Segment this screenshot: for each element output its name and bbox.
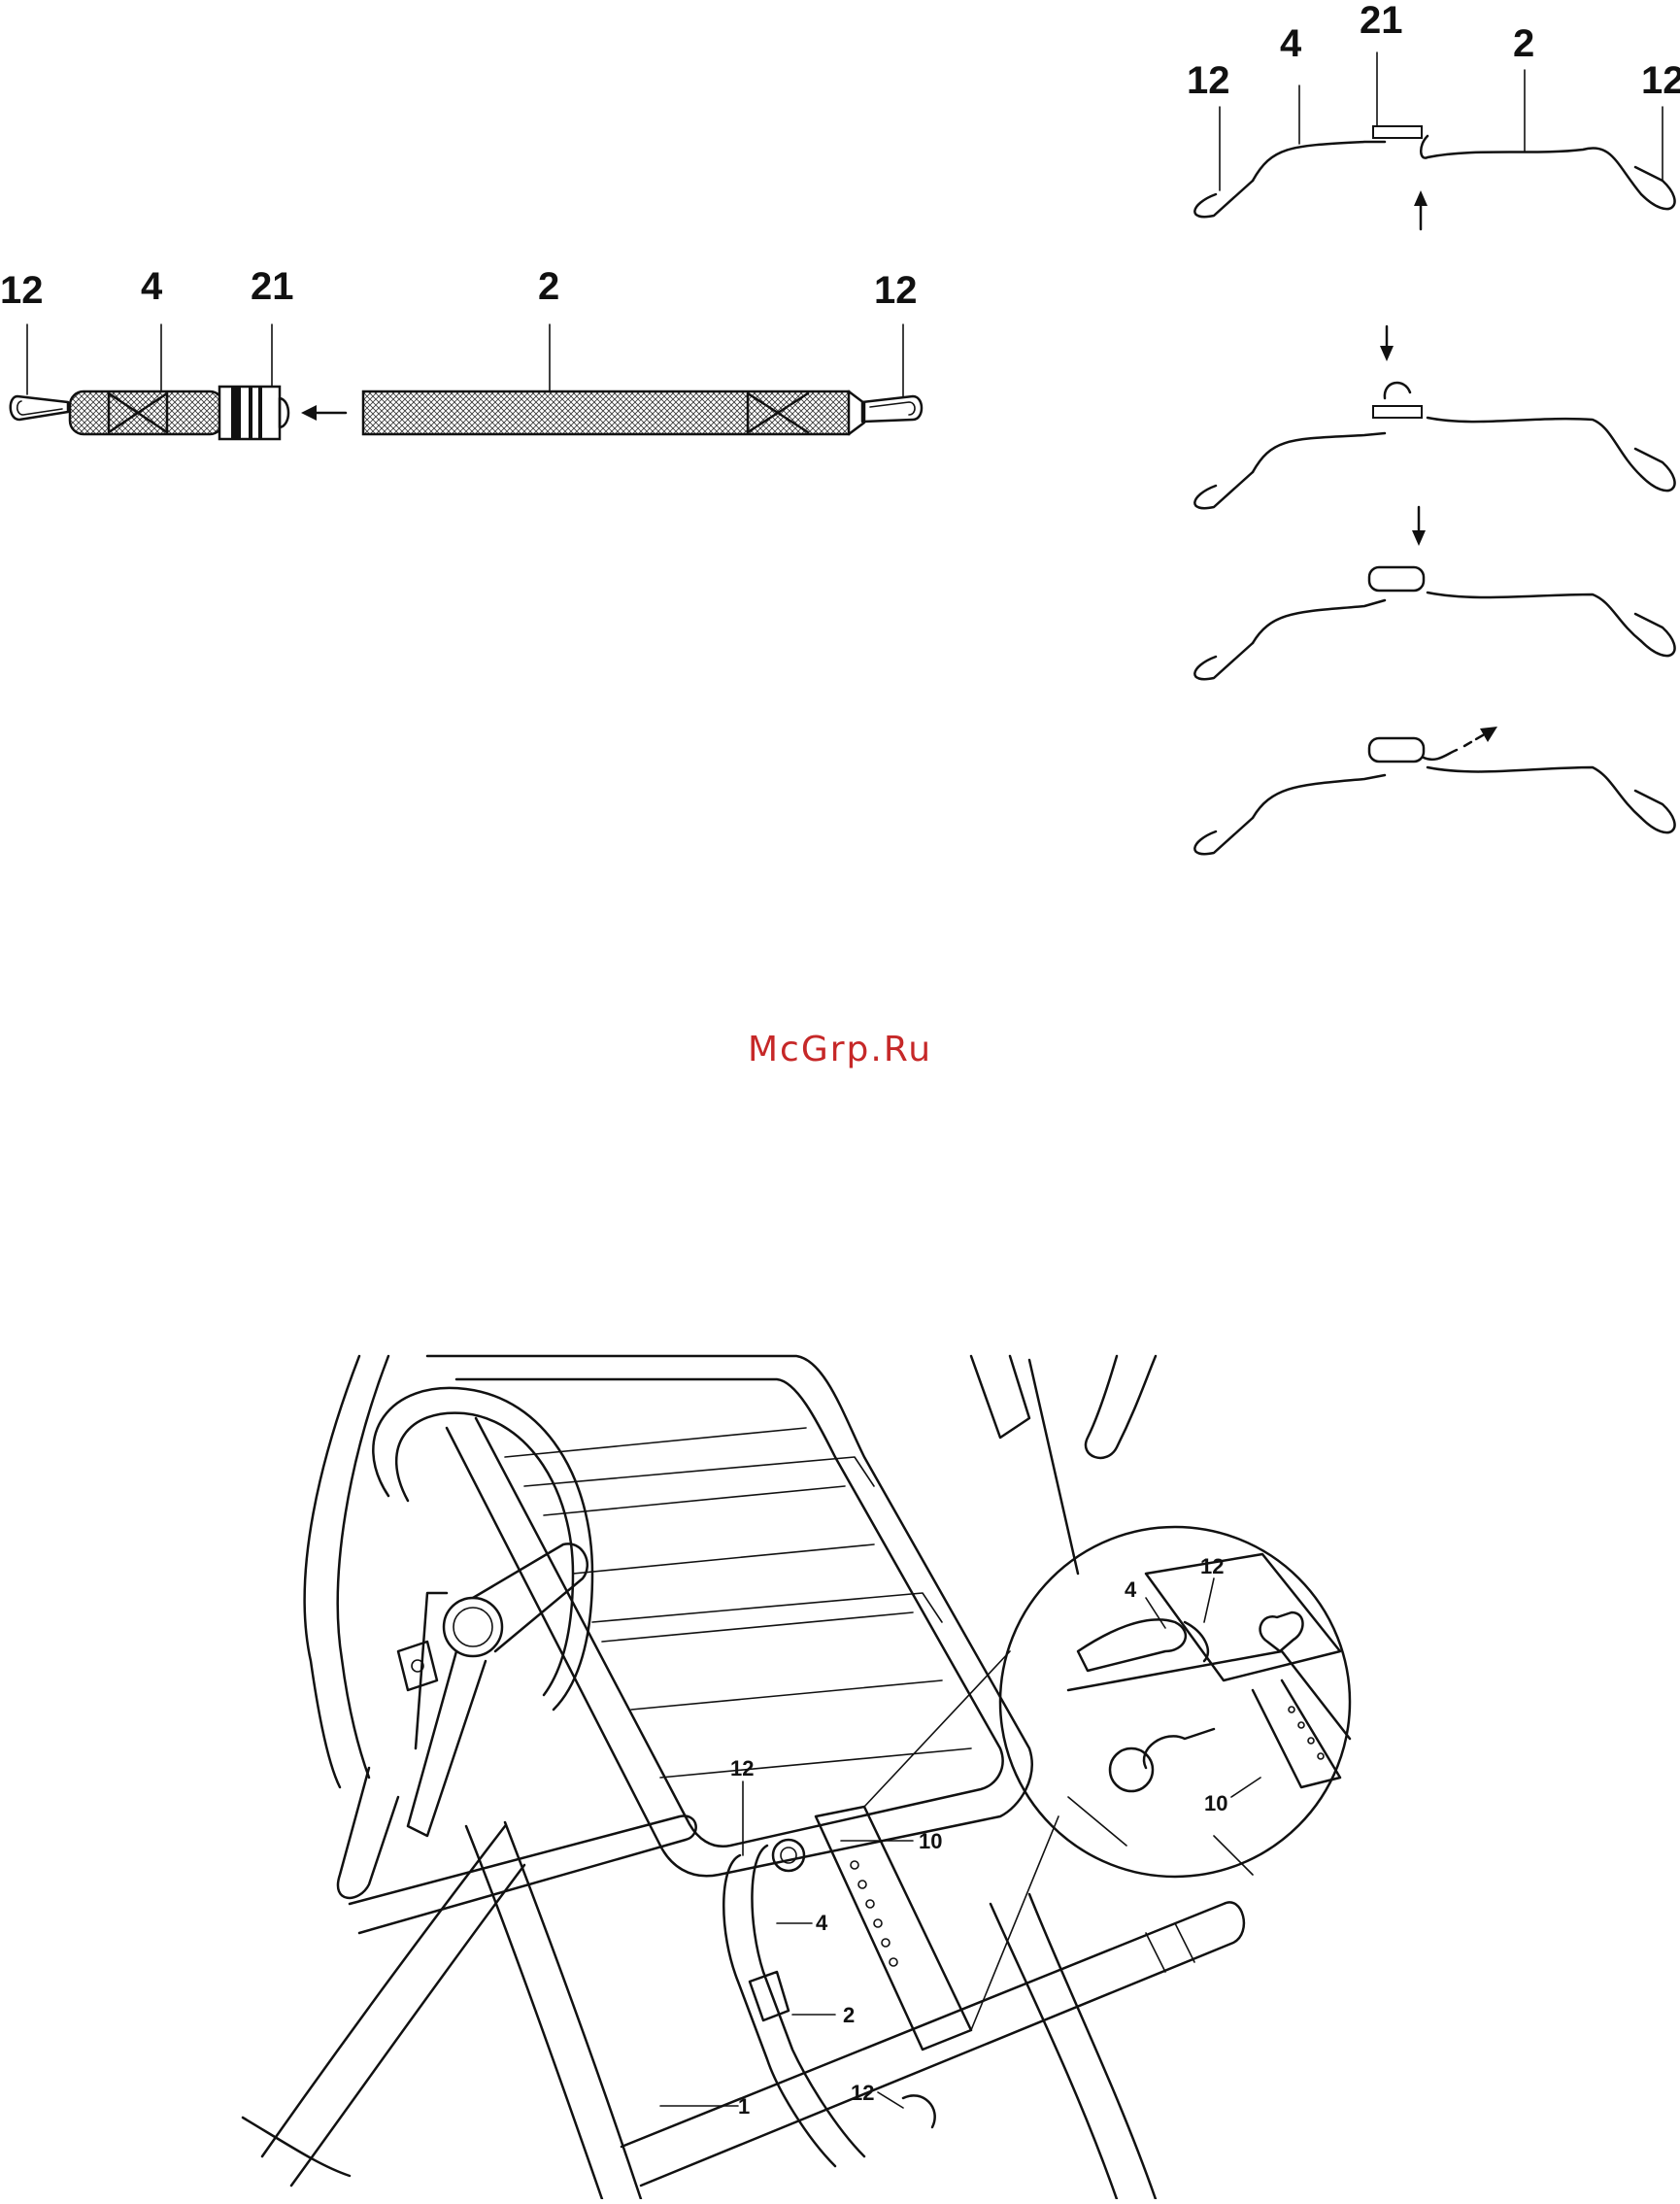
detail-circle [1000, 1527, 1350, 1877]
callout-strap-4: 4 [816, 1911, 828, 1935]
carabiner-right-icon [862, 396, 922, 422]
callout-carabiner-12: 12 [851, 2081, 874, 2105]
strap-sequence: 12 4 21 2 12 [1187, 0, 1680, 854]
strap-diagram: 12 4 21 2 12 [0, 265, 922, 439]
callout-frame-1: 1 [738, 2094, 750, 2119]
label-buckle-21: 21 [251, 265, 294, 308]
label-strap-2: 2 [538, 265, 559, 308]
callout-carabiner-12: 12 [730, 1756, 754, 1780]
adjustment-holes [851, 1861, 897, 1966]
sequence-step-3 [1194, 507, 1674, 679]
knob-icon [1260, 1612, 1303, 1651]
label-carabiner-12: 12 [1641, 59, 1680, 102]
short-strap-4 [70, 391, 223, 434]
label-strap-4: 4 [141, 265, 163, 308]
label-carabiner-12: 12 [0, 269, 44, 312]
detail-callout-strap-4: 4 [1125, 1577, 1137, 1602]
detail-callout-tube-10: 10 [1204, 1791, 1227, 1815]
watermark: McGrp.Ru [0, 1030, 1680, 1069]
watermark-container: McGrp.Ru [0, 1030, 1680, 1088]
label-strap-2: 2 [1513, 22, 1534, 65]
callout-tube-10: 10 [919, 1829, 942, 1853]
sequence-step-4 [1194, 727, 1674, 854]
inversion-table-illustration: 12 4 2 12 1 10 4 12 10 [243, 1356, 1350, 2199]
callout-strap-2: 2 [843, 2003, 855, 2027]
sequence-step-1: 12 4 21 2 12 [1187, 0, 1680, 229]
label-strap-4: 4 [1280, 22, 1302, 65]
detail-callout-carabiner-12: 12 [1200, 1554, 1224, 1578]
detail-holes [1289, 1707, 1324, 1759]
label-buckle-21: 21 [1360, 0, 1403, 42]
label-carabiner-12: 12 [1187, 59, 1230, 102]
label-carabiner-12: 12 [874, 269, 918, 312]
sequence-step-2 [1194, 326, 1674, 508]
insert-arrow-icon [301, 405, 346, 421]
carabiner-left-icon [11, 396, 68, 420]
buckle-21 [219, 387, 288, 439]
